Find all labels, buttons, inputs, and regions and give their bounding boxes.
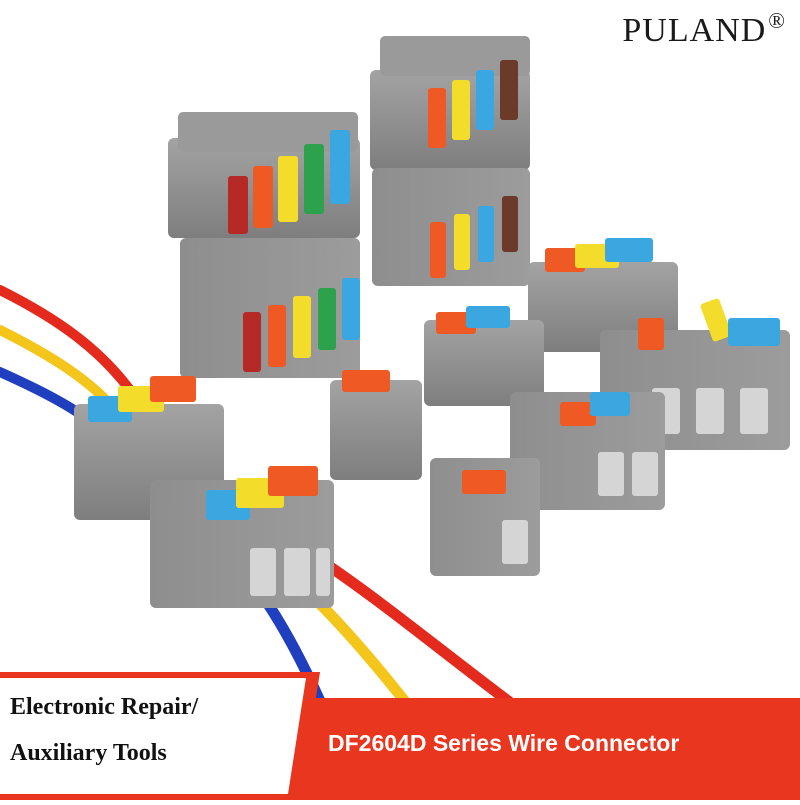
banner-background xyxy=(0,672,800,800)
connector-2way xyxy=(424,306,665,510)
connector-3way-wired xyxy=(74,376,334,608)
banner-product-title: DF2604D Series Wire Connector xyxy=(328,730,680,756)
brand-logo: PULAND® xyxy=(622,8,786,50)
connector-5way xyxy=(168,112,360,378)
banner-left-line2: Auxiliary Tools xyxy=(10,740,167,766)
connector-3way-open xyxy=(528,238,790,450)
connector-4way xyxy=(370,36,530,286)
bottom-banner: Electronic Repair/ Auxiliary Tools DF260… xyxy=(0,672,800,800)
connector-1way xyxy=(330,370,540,576)
brand-name: PULAND xyxy=(622,12,767,49)
registered-mark: ® xyxy=(768,8,786,33)
banner-left-line1: Electronic Repair/ xyxy=(10,694,199,720)
